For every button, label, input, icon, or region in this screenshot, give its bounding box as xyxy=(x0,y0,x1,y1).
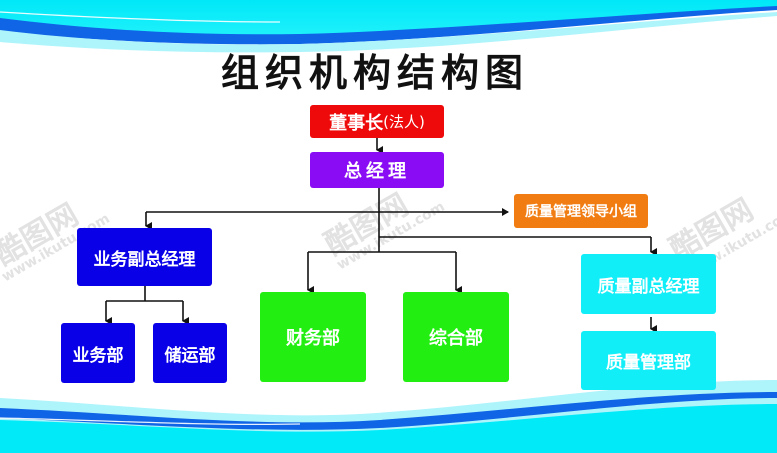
page-title: 组织机构结构图 xyxy=(220,51,529,95)
node-finance-dept: 财务部 xyxy=(260,292,366,382)
node-label: 质量副总经理 xyxy=(597,276,700,297)
node-business-dept: 业务部 xyxy=(61,323,135,383)
node-quality-leading-group: 质量管理领导小组 xyxy=(514,194,648,228)
node-business-vp: 业务副总经理 xyxy=(77,228,212,286)
node-label: 储运部 xyxy=(164,345,216,366)
node-label: 总经理 xyxy=(344,161,410,182)
node-label: 业务副总经理 xyxy=(93,249,196,270)
node-label: 质量管理部 xyxy=(606,353,691,373)
node-label: 业务部 xyxy=(72,345,124,366)
node-quality-dept: 质量管理部 xyxy=(581,331,716,390)
node-label: 质量管理领导小组 xyxy=(525,204,637,220)
node-admin-dept: 综合部 xyxy=(403,292,509,382)
node-quality-vp: 质量副总经理 xyxy=(581,254,716,314)
node-label: 综合部 xyxy=(429,328,483,349)
node-general-manager: 总经理 xyxy=(310,152,444,188)
node-chairman: 董事长(法人) xyxy=(310,105,444,138)
node-storage-dept: 储运部 xyxy=(153,323,227,383)
node-label-suffix: (法人) xyxy=(383,113,425,131)
node-label: 财务部 xyxy=(286,328,340,349)
node-label: 董事长 xyxy=(329,112,384,134)
